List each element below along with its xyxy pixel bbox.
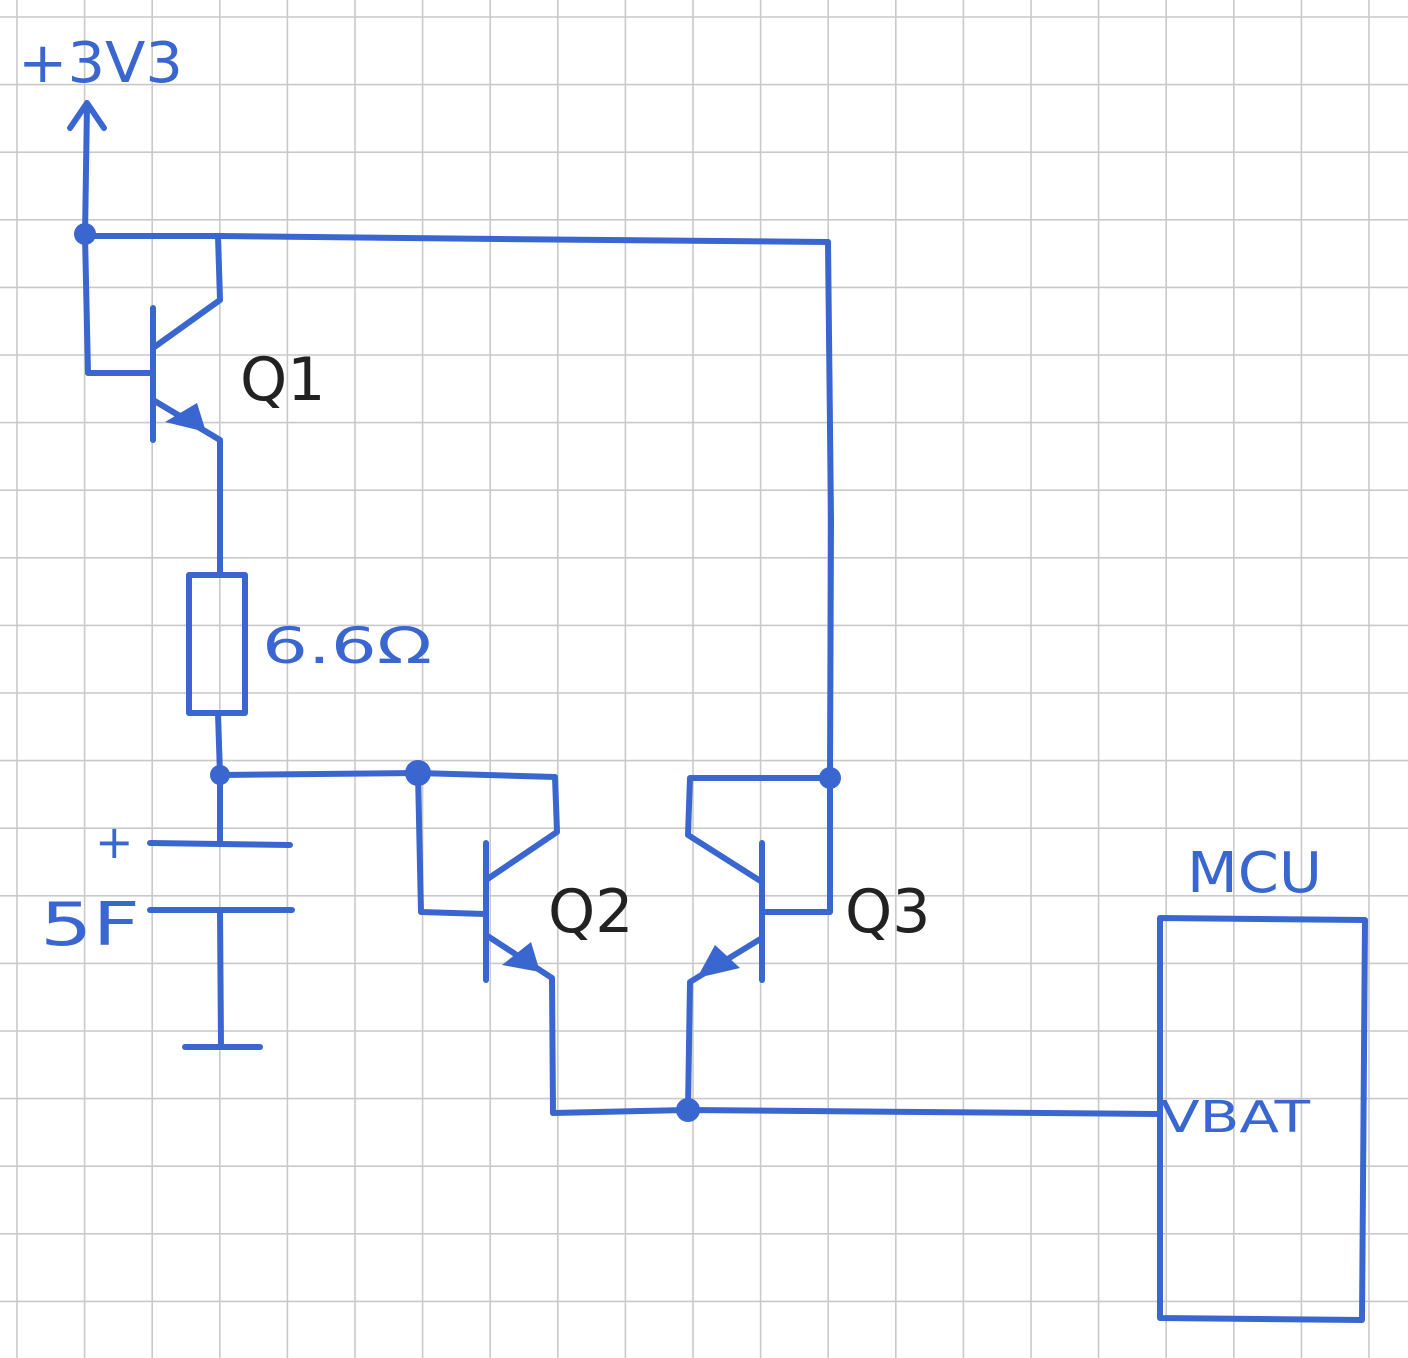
cap-lower-lead xyxy=(217,907,224,1050)
q2-label: Q2 xyxy=(548,877,633,947)
vbat-label: VBAT xyxy=(1160,1092,1310,1143)
cap-node-wire xyxy=(217,770,558,780)
q1-emitter xyxy=(150,397,223,578)
top-rail-wire xyxy=(82,233,831,245)
cap-top-plate xyxy=(147,840,293,848)
transistor-q1 xyxy=(82,233,223,578)
supply-net xyxy=(67,100,834,781)
q2-base-wire xyxy=(415,770,488,917)
mcu-label: MCU xyxy=(1187,841,1322,906)
resistor-label: 6.6Ω xyxy=(262,617,432,675)
transistor-q3 xyxy=(685,775,833,1113)
junction-dot xyxy=(74,223,96,245)
q1-collector xyxy=(150,233,223,351)
q1-label: Q1 xyxy=(240,345,325,415)
q1-base-wire xyxy=(82,233,156,376)
supercapacitor xyxy=(147,772,295,1050)
supply-label: +3V3 xyxy=(18,31,183,96)
supply-arrow-icon xyxy=(67,100,107,239)
junction-dot xyxy=(819,767,841,789)
junction-dots xyxy=(74,223,841,1122)
junction-dot xyxy=(405,760,431,786)
cap-value-label: 5F xyxy=(40,890,140,960)
right-rail-wire xyxy=(825,239,834,781)
resistor-r1 xyxy=(186,572,248,778)
transistor-q2 xyxy=(415,770,560,1116)
junction-dot xyxy=(676,1098,700,1122)
resistor-lower-wire xyxy=(215,710,223,778)
q2-emitter xyxy=(483,932,556,1116)
q1-emitter-arrow-icon xyxy=(165,403,206,432)
q3-label: Q3 xyxy=(845,877,930,947)
junction-dot xyxy=(210,765,230,785)
q3-collector xyxy=(685,775,833,885)
mcu-box xyxy=(1157,915,1368,1323)
q3-emitter xyxy=(685,935,765,1113)
q3-base-wire xyxy=(759,775,833,915)
q2-collector xyxy=(483,774,560,883)
vbat-wire xyxy=(550,1107,1163,1117)
q3-emitter-arrow-icon xyxy=(697,945,740,978)
cap-plus-label: + xyxy=(95,815,134,869)
q2-emitter-arrow-icon xyxy=(502,942,540,972)
